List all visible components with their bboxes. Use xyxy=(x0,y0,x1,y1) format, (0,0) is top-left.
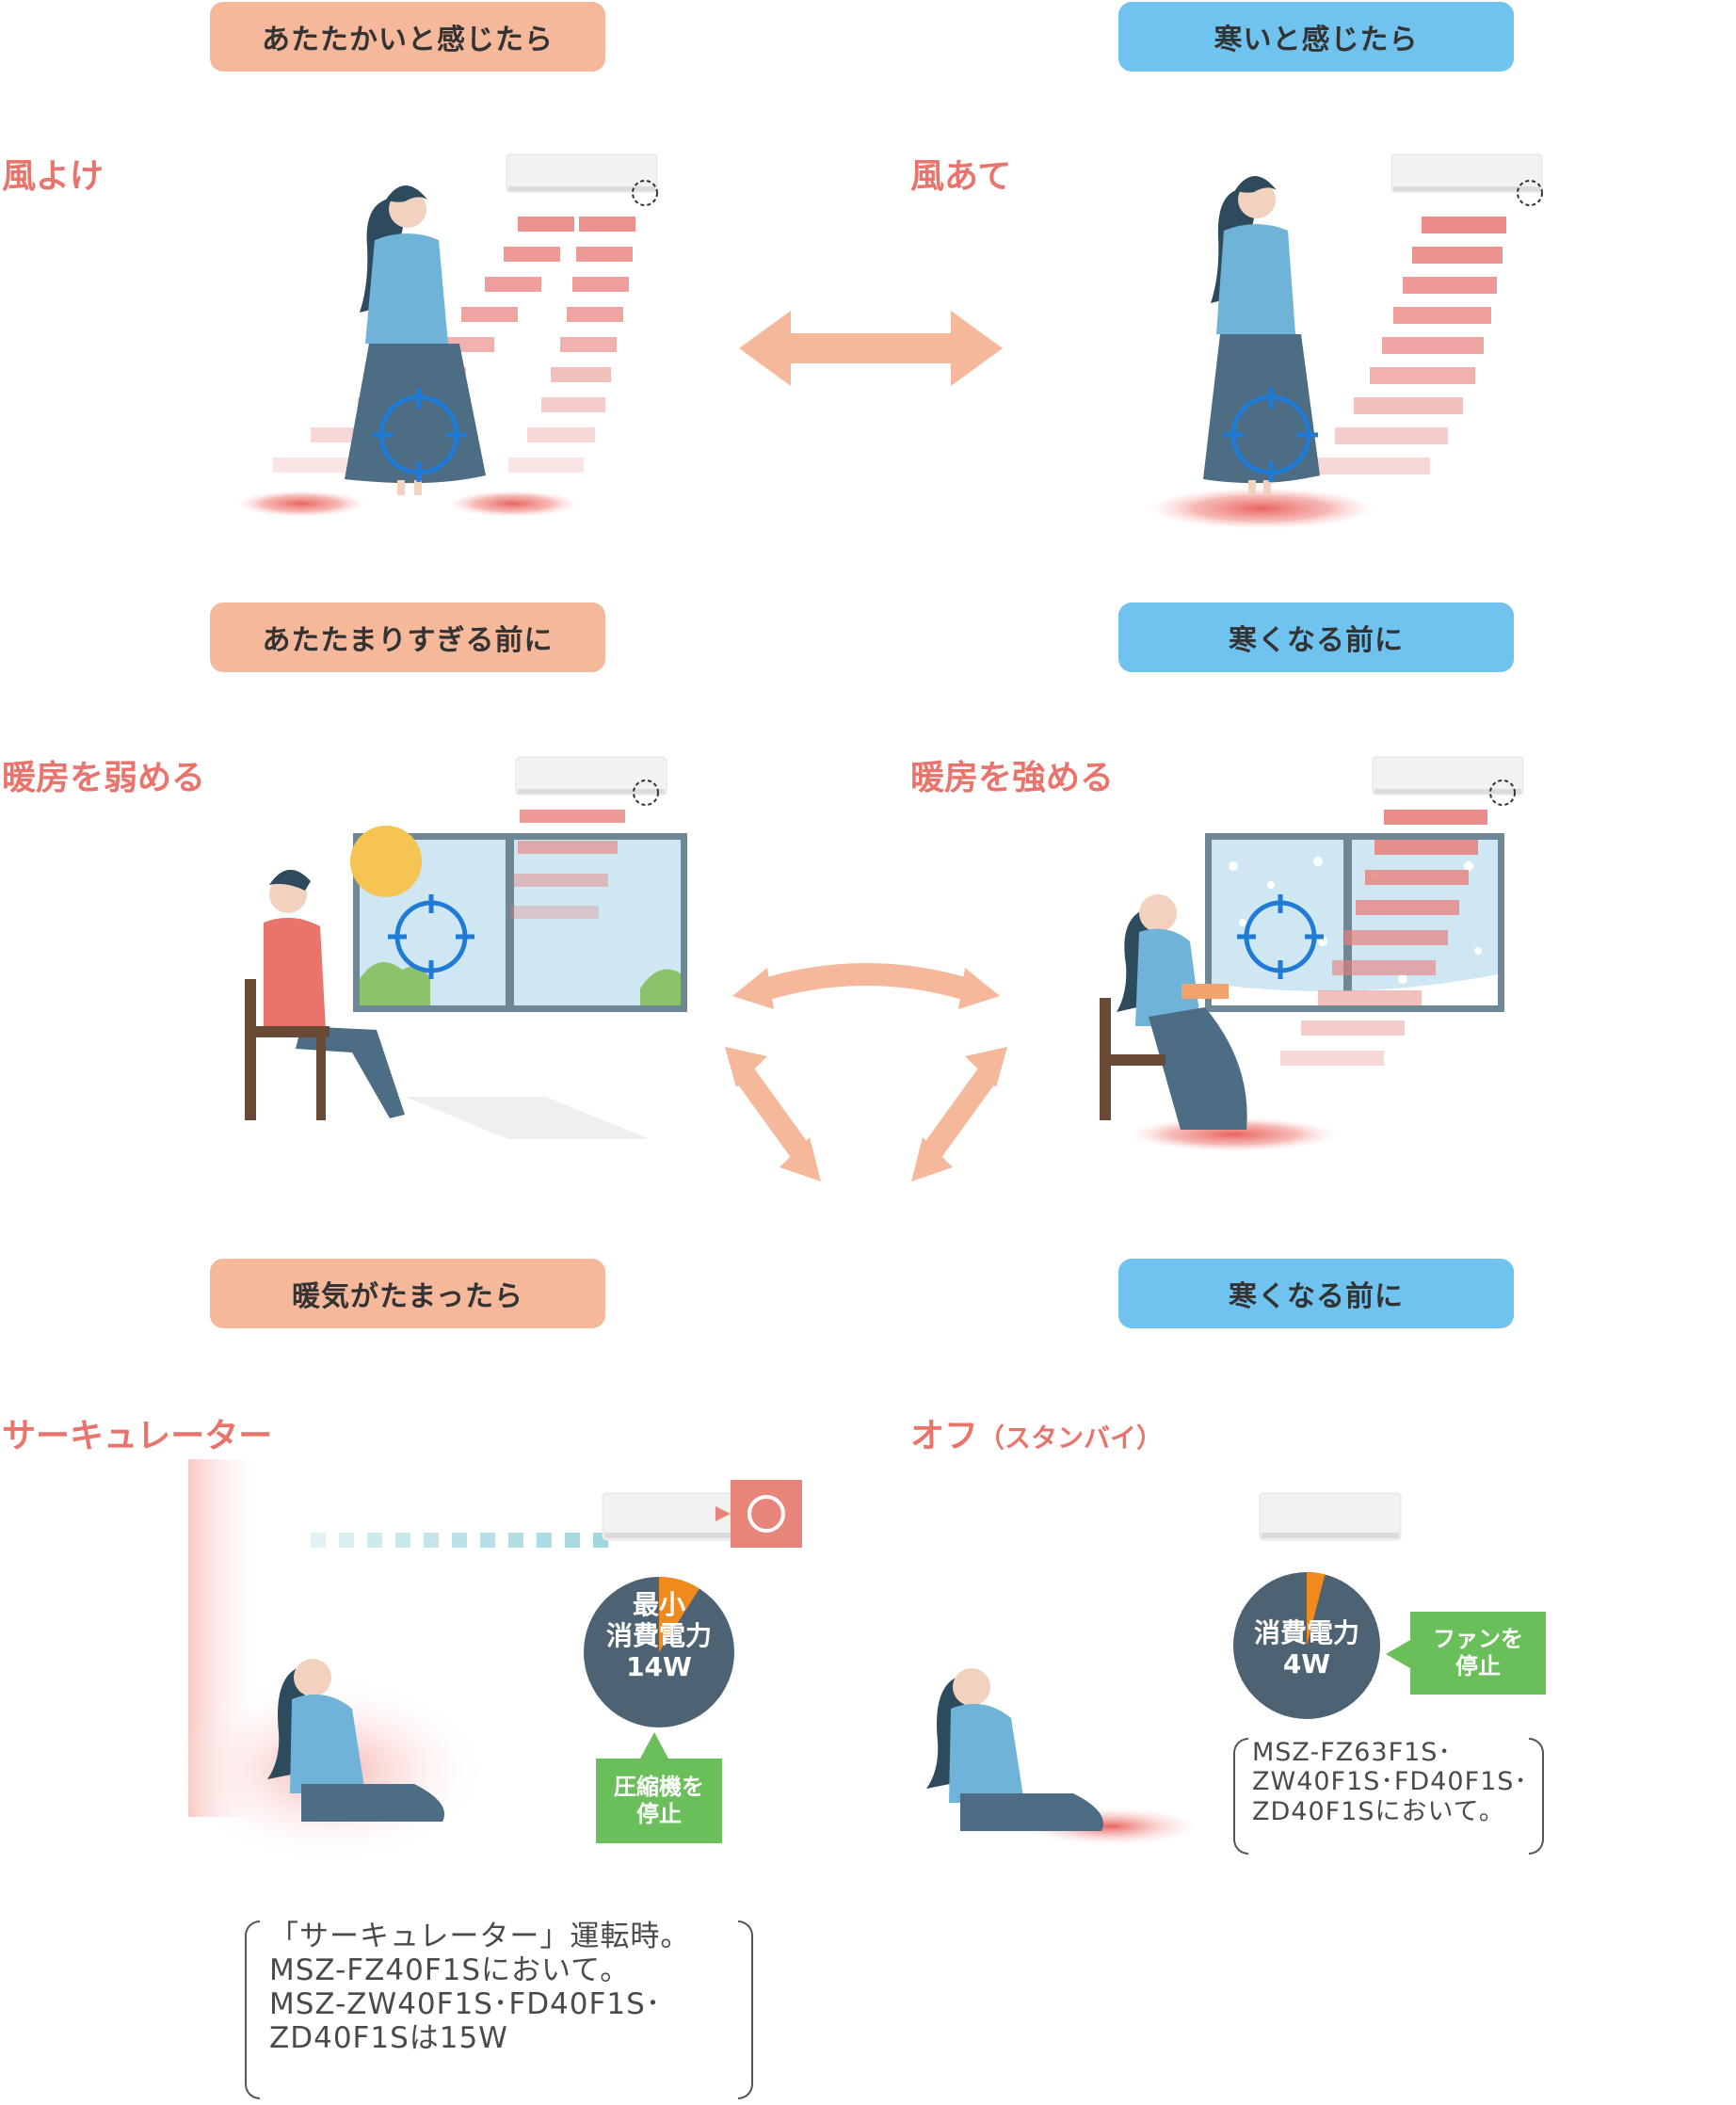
off-gauge-label: 消費電力 4W xyxy=(1231,1617,1382,1679)
pill-before-cold-1: 寒くなる前に xyxy=(1118,603,1514,672)
heading-off-sub: （スタンバイ） xyxy=(978,1422,1164,1454)
bracket-left xyxy=(245,1920,260,2099)
heading-heat-weaken: 暖房を弱める xyxy=(2,759,206,797)
note-line: ZW40F1S･FD40F1S･ xyxy=(1252,1767,1528,1797)
circulator-gauge-label: 最小 消費電力 14W xyxy=(579,1589,739,1682)
tag-line-2: 停止 xyxy=(636,1801,682,1827)
tag-line-2: 停止 xyxy=(1455,1653,1501,1679)
note-line: MSZ-ZW40F1S･FD40F1S･ xyxy=(269,1986,662,2021)
tag-pointer xyxy=(640,1732,668,1759)
gauge-line-min: 最小 xyxy=(632,1589,685,1620)
note-line: MSZ-FZ40F1Sにおいて。 xyxy=(269,1952,631,1987)
scene-off xyxy=(926,1492,1402,1845)
heading-circulator: サーキュレーター xyxy=(2,1417,273,1455)
crosshair-target-icon xyxy=(372,388,466,482)
note-line: 「サーキュレーター」運転時。 xyxy=(269,1920,691,1953)
scene-wind-avoid xyxy=(237,153,658,517)
bracket-right xyxy=(738,1920,753,2099)
scene-heat-strengthen xyxy=(1100,756,1524,1151)
heading-off: オフ（スタンバイ） xyxy=(910,1408,1163,1457)
gauge-line-power: 消費電力 xyxy=(605,1620,712,1652)
circulator-fan-icon xyxy=(731,1480,802,1548)
note-off: MSZ-FZ63F1S･ ZW40F1S･FD40F1S･ ZD40F1Sにおい… xyxy=(1233,1738,1544,1855)
note-line: ZD40F1Sにおいて。 xyxy=(1252,1796,1505,1826)
gauge-line-power: 消費電力 xyxy=(1253,1617,1359,1648)
heading-wind-avoid: 風よけ xyxy=(2,157,104,196)
circulator-gauge xyxy=(584,1577,734,1727)
tag-line-1: 圧縮機を xyxy=(614,1774,704,1801)
pill-heat-accumulated: 暖気がたまったら xyxy=(210,1259,605,1328)
scene-circulator xyxy=(169,1459,802,1864)
note-line: MSZ-FZ63F1S･ xyxy=(1252,1738,1452,1767)
tag-pointer-off xyxy=(1386,1640,1410,1668)
gauge-line-watt: 4W xyxy=(1282,1648,1331,1680)
off-gauge xyxy=(1233,1572,1380,1719)
arrow-cycle xyxy=(725,963,1007,1181)
arrow-wind-toggle xyxy=(739,311,1003,386)
tag-line-1: ファンを xyxy=(1433,1626,1523,1653)
tag-fan-stop: ファンを 停止 xyxy=(1410,1612,1546,1695)
bracket-right xyxy=(1529,1738,1544,1855)
bracket-left xyxy=(1233,1738,1248,1855)
pill-before-cold-2: 寒くなる前に xyxy=(1118,1259,1514,1328)
heading-off-main: オフ xyxy=(910,1417,979,1455)
pill-before-overheat: あたたまりすぎる前に xyxy=(210,603,605,672)
scene-heat-weaken xyxy=(245,756,687,1139)
heading-wind-direct: 風あて xyxy=(910,157,1012,196)
gauge-line-watt: 14W xyxy=(626,1651,692,1683)
pill-warm-feel: あたたかいと感じたら xyxy=(210,2,605,72)
pill-cold-feel: 寒いと感じたら xyxy=(1118,2,1514,72)
heading-heat-strengthen: 暖房を強める xyxy=(910,759,1115,797)
tag-compressor-stop: 圧縮機を 停止 xyxy=(596,1759,722,1843)
scene-wind-direct xyxy=(1149,153,1543,529)
note-circulator: 「サーキュレーター」運転時。 MSZ-FZ40F1Sにおいて。 MSZ-ZW40… xyxy=(245,1920,753,2099)
note-line: ZD40F1Sは15W xyxy=(269,2020,508,2055)
